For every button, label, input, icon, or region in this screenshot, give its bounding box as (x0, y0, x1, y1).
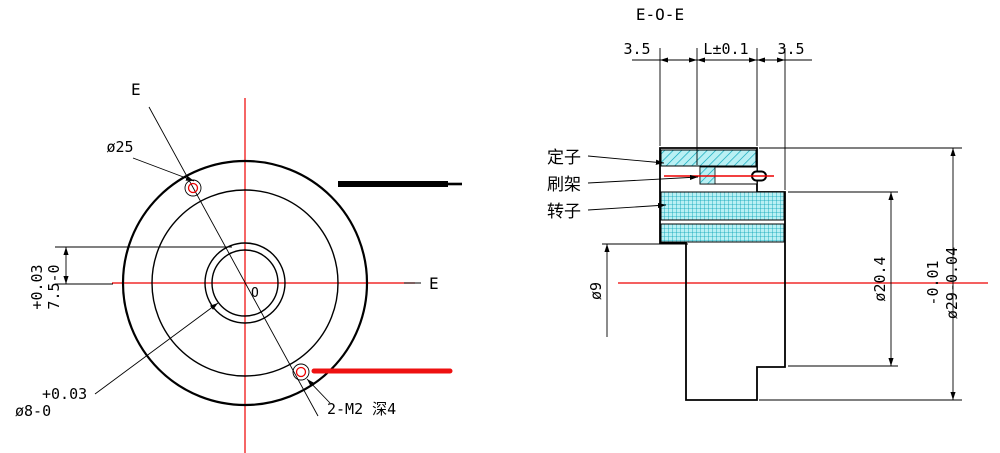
leader-brush-holder (587, 174, 699, 184)
dim-outer-29-text: ø29-0.04 (943, 247, 961, 319)
rotor-ring-section-2 (660, 223, 785, 243)
dim-step-204-text: ø20.4 (871, 256, 889, 301)
section-plane-line (148, 106, 319, 417)
dim-height-text: 7.5-0 (45, 264, 63, 309)
dim-height: +0.03 7.5-0 (28, 246, 232, 310)
hub-circle (204, 242, 286, 324)
screw-hole-thread (295, 366, 307, 378)
dim-height-tolerance-text: +0.03 (28, 264, 46, 309)
label-rotor: 转子 (547, 202, 581, 222)
screw-hole-outer (292, 363, 310, 381)
screw-hole-bottom-right (292, 363, 310, 381)
dim-bolt-circle-text: ø25 (106, 138, 133, 156)
section-label-top: E (131, 80, 141, 99)
section-body-outline (659, 147, 786, 401)
leader-rotor (587, 202, 667, 211)
brush-holder-section (664, 166, 774, 185)
leader-line (306, 378, 331, 404)
section-view-title: E-O-E (636, 5, 684, 24)
dim-bore-tolerance-text: +0.03 (42, 385, 87, 403)
leader-line (132, 157, 195, 182)
dim-outer-29-tolerance-text: -0.01 (924, 260, 942, 305)
inner-body-circle (151, 189, 339, 377)
note-screw-holes: 2-M2 深4 (306, 378, 396, 418)
dim-left-text: 3.5 (623, 40, 650, 58)
dim-middle-text: L±0.1 (703, 40, 748, 58)
dim-step-204: ø20.4 (788, 191, 898, 367)
section-label-right-group: E (404, 274, 439, 293)
note-screw-holes-text: 2-M2 深4 (327, 400, 396, 418)
dim-outer-29: -0.01 ø29-0.04 (759, 147, 962, 401)
dim-top-chain: 3.5 L±0.1 3.5 (623, 40, 812, 190)
dim-bolt-circle: ø25 (106, 138, 195, 182)
part-labels: 定子 刷架 转子 (547, 148, 699, 222)
outer-body-circle (121, 159, 369, 407)
label-brush-holder: 刷架 (547, 175, 581, 195)
label-stator: 定子 (547, 148, 581, 168)
dim-bore-9-text: ø9 (587, 282, 605, 300)
screw-hole-thread (187, 182, 199, 194)
center-point-label: O (251, 286, 259, 301)
dim-bore: +0.03 ø8-0 (15, 302, 219, 420)
dim-right-text: 3.5 (777, 40, 804, 58)
rotor-ring-section-1 (660, 191, 785, 221)
front-view: ø25 +0.03 7.5-0 +0.03 ø8-0 2-M2 深4 E (15, 80, 462, 453)
dim-bore-text: ø8-0 (15, 402, 51, 420)
front-view-centerlines (112, 98, 415, 453)
section-label-right: E (429, 274, 439, 293)
bore-circle (211, 249, 279, 317)
leader-line (94, 302, 219, 395)
stator-section (660, 149, 757, 167)
section-view: E-O-E 3.5 L±0.1 (547, 5, 988, 401)
dim-bore-9: ø9 (587, 243, 688, 337)
leader-stator (587, 155, 665, 165)
